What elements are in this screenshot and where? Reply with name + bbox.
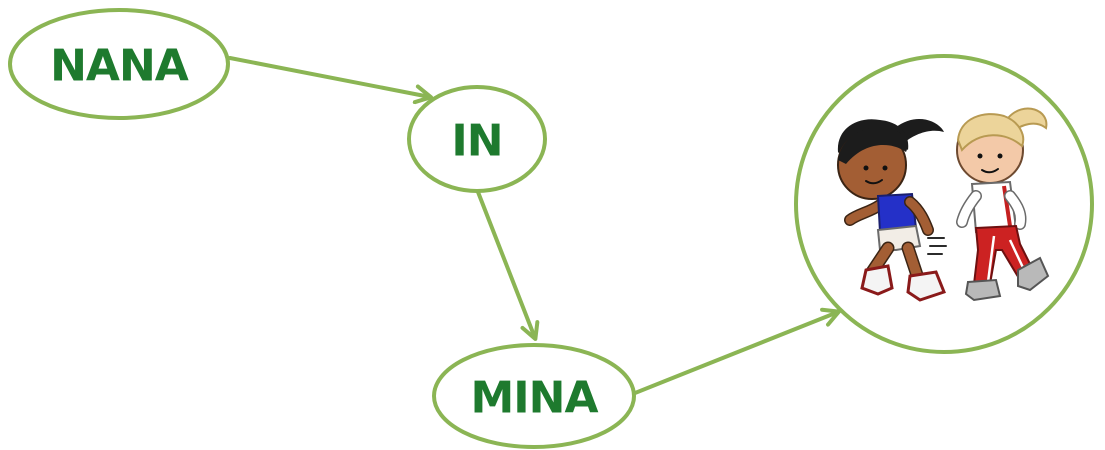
node-mina-label: MINA <box>470 373 598 424</box>
arrow-in-to-mina <box>476 190 540 341</box>
node-picture <box>794 54 1094 354</box>
node-in-label: IN <box>451 116 502 167</box>
node-mina: MINA <box>432 343 636 449</box>
node-nana: NANA <box>8 8 230 120</box>
two-children-running-icon <box>837 107 1050 302</box>
arrow-mina-to-picture <box>633 307 841 395</box>
node-in: IN <box>407 85 547 193</box>
node-nana-label: NANA <box>50 41 189 92</box>
arrow-nana-to-in <box>228 56 433 105</box>
running-child-left <box>837 119 947 302</box>
running-child-right <box>956 107 1050 302</box>
